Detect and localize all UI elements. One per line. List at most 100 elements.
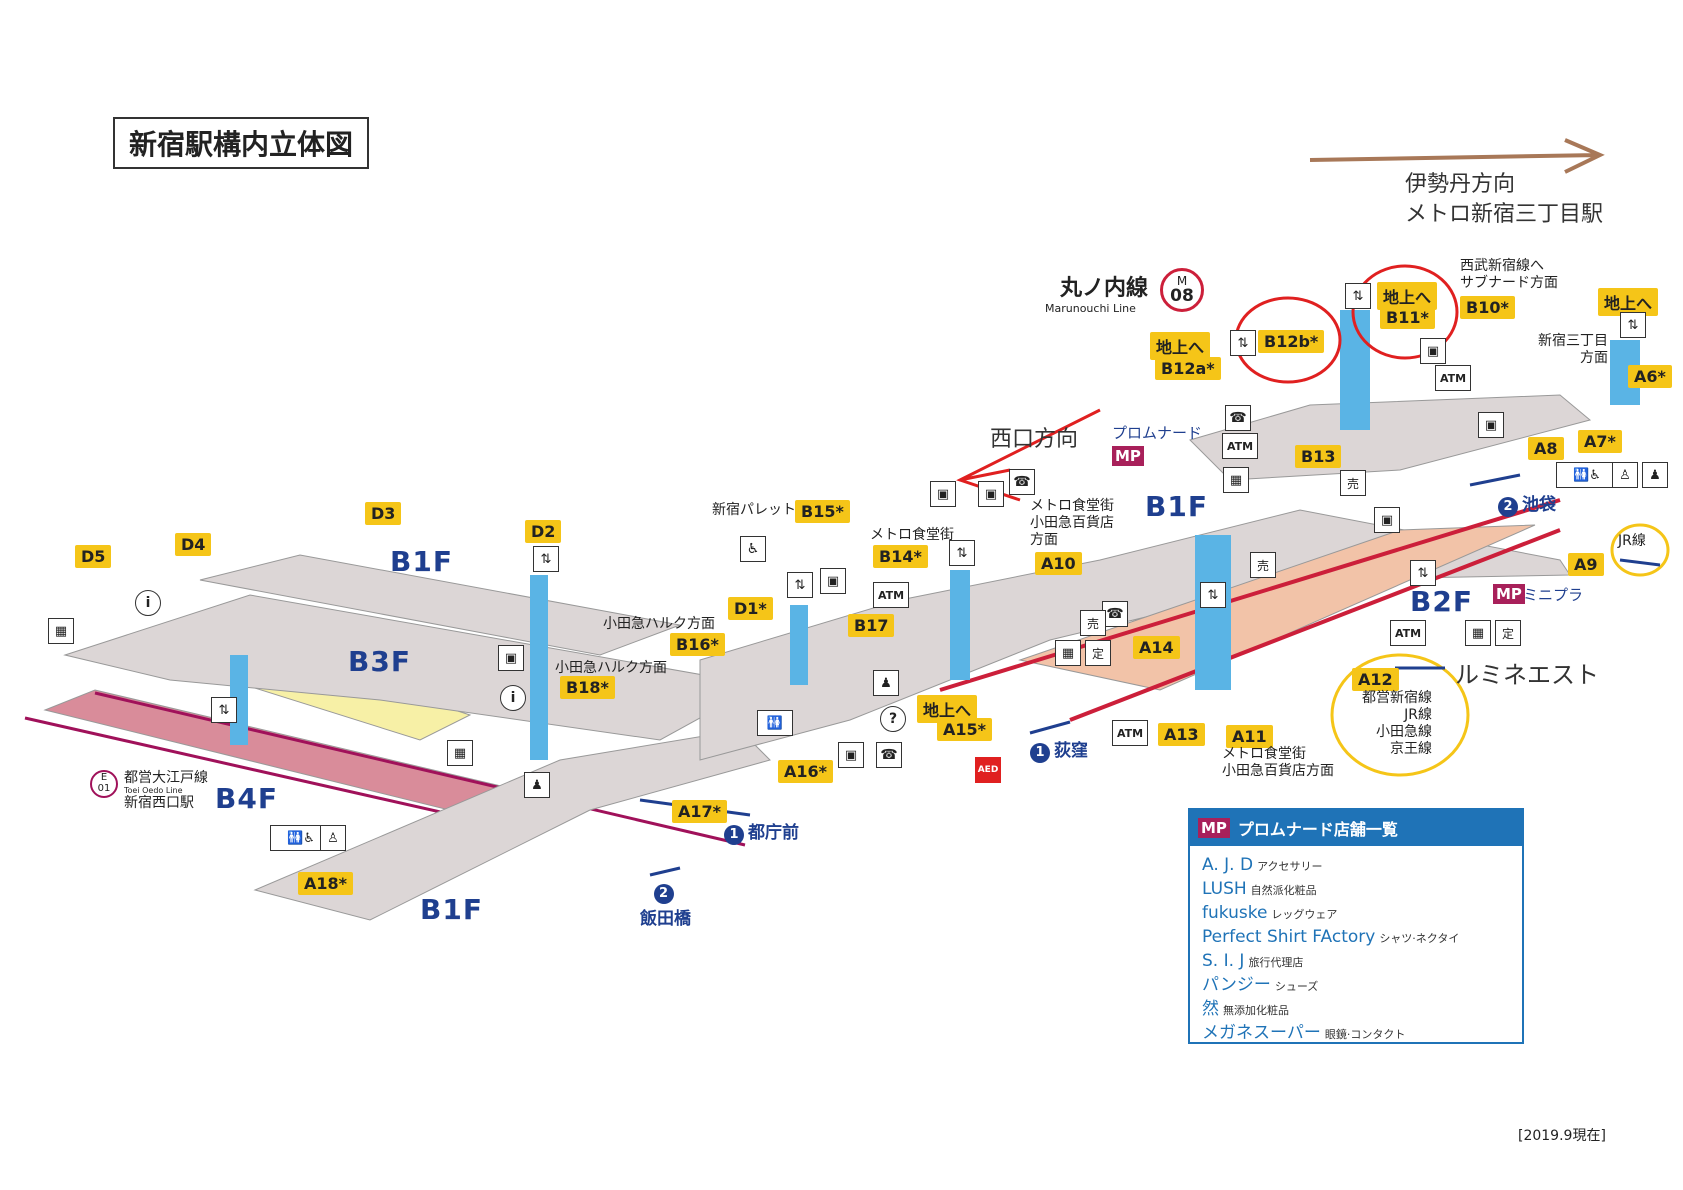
note-shinjuku-pallet: 新宿パレット: [712, 502, 796, 518]
ticket-office-icon: ▦: [447, 740, 473, 766]
note-a12-2: JR線: [1404, 707, 1432, 723]
exit-a18[interactable]: A18*: [298, 872, 354, 895]
exit-a9[interactable]: A9: [1568, 553, 1604, 576]
coin-locker-icon: ▣: [1420, 338, 1446, 364]
oedo-station: 新宿西口駅: [124, 795, 194, 811]
note-a11: メトロ食堂街 小田急百貨店方面: [1222, 746, 1334, 780]
exit-b17[interactable]: B17: [848, 614, 895, 637]
map-title: 新宿駅構内立体図: [113, 117, 370, 169]
coin-locker-icon: ▣: [1478, 412, 1504, 438]
exit-b13[interactable]: B13: [1295, 445, 1342, 468]
exit-b18[interactable]: B18*: [560, 676, 615, 699]
exit-a7[interactable]: A7*: [1578, 430, 1622, 453]
pillar-center: [1195, 535, 1231, 690]
note-seibu-1: 西武新宿線へ: [1460, 258, 1544, 274]
exit-b15[interactable]: B15*: [795, 500, 850, 523]
oedo-en: Toei Oedo Line: [124, 786, 183, 795]
exit-a12[interactable]: A12: [1352, 668, 1399, 691]
exit-d5[interactable]: D5: [75, 545, 112, 568]
exit-a14[interactable]: A14: [1133, 636, 1180, 659]
elevator-icon: ⇅: [211, 697, 237, 723]
ticket-office-icon: ▦: [1223, 467, 1249, 493]
coin-locker-icon: ▣: [820, 568, 846, 594]
note-jr-line: JR線: [1618, 533, 1646, 549]
marunouchi-badge: M 08: [1160, 268, 1204, 312]
exit-a6[interactable]: A6*: [1628, 365, 1672, 388]
note-a12-lines: 都営新宿線 JR線 小田急線 京王線: [1362, 690, 1432, 758]
exit-b12b[interactable]: B12b*: [1258, 330, 1325, 353]
oedo-letter: E: [100, 772, 108, 783]
station-staff-icon: ♟: [524, 772, 550, 798]
b4f-track-1: [24, 716, 521, 832]
floor-b1f-left: B1F: [390, 545, 453, 578]
restroom-icon: 🚻: [757, 710, 793, 736]
phone-icon: ☎: [1102, 601, 1128, 627]
exit-a10[interactable]: A10: [1035, 552, 1082, 575]
store-category: アクセサリー: [1257, 860, 1323, 873]
wheelchair-icon: ♿: [740, 536, 766, 562]
elevator-icon: ⇅: [1200, 582, 1226, 608]
b1f-left-floor: [63, 594, 762, 741]
exit-b11[interactable]: B11*: [1380, 306, 1435, 329]
dir-iidabashi-label: 飯田橋: [640, 909, 691, 929]
coin-locker-icon: ▣: [930, 481, 956, 507]
store-category: レッグウェア: [1271, 908, 1338, 921]
exit-b16[interactable]: B16*: [670, 633, 725, 656]
note-odakyu-halc-1: 小田急ハルク方面: [603, 616, 715, 632]
exit-a8[interactable]: A8: [1528, 437, 1564, 460]
pillar-b12: [1340, 310, 1370, 430]
dir-iidabashi-num: 2: [653, 884, 674, 904]
exit-b10[interactable]: B10*: [1460, 296, 1515, 319]
exit-a16[interactable]: A16*: [778, 760, 834, 783]
station-staff-icon: ♟: [873, 670, 899, 696]
store-name: fukuske: [1202, 903, 1268, 923]
hand-nishiguchi: 西口方向: [990, 427, 1079, 452]
oedo-number: 01: [97, 783, 111, 794]
baby-room-icon: ♙: [1612, 462, 1638, 488]
restroom-icon: 🚻♿: [1556, 462, 1618, 488]
coin-locker-icon: ▣: [838, 742, 864, 768]
exit-a15[interactable]: A15*: [937, 718, 993, 741]
to-surface-b11: 地上へ: [1377, 282, 1438, 310]
exit-b12a[interactable]: B12a*: [1155, 357, 1221, 380]
floor-b1f-right: B1F: [1145, 490, 1208, 523]
phone-icon: ☎: [1009, 469, 1035, 495]
exit-d2[interactable]: D2: [525, 520, 562, 543]
to-surface-b12a: 地上へ: [1150, 332, 1211, 360]
exit-a13[interactable]: A13: [1158, 723, 1205, 746]
dir-iidabashi: 2 飯田橋: [640, 882, 691, 929]
note-a12-4: 京王線: [1390, 741, 1432, 757]
exit-d1[interactable]: D1*: [728, 597, 773, 620]
baby-room-icon: ♙: [320, 825, 346, 851]
exit-a17[interactable]: A17*: [672, 800, 728, 823]
dir-ogikubo-num: 1: [1030, 743, 1050, 763]
legend-title: プロムナード店舗一覧: [1237, 820, 1398, 839]
pillar-a15: [950, 570, 970, 680]
store-category: 旅行代理店: [1248, 956, 1304, 969]
note-sh3-2: 方面: [1580, 350, 1608, 366]
shop-icon: 売: [1340, 470, 1366, 496]
exit-d3[interactable]: D3: [365, 502, 402, 525]
circle-a12: [1330, 653, 1470, 777]
store-name: メガネスーパー: [1202, 1023, 1321, 1043]
info-icon: i: [500, 685, 526, 711]
atm-icon: ATM: [1112, 720, 1148, 746]
exit-b14[interactable]: B14*: [873, 545, 928, 568]
to-surface-a15: 地上へ: [917, 695, 978, 723]
exit-a11[interactable]: A11: [1226, 725, 1273, 748]
legend-item: 然無添加化粧品: [1202, 998, 1522, 1022]
mp-icon-minipla: MP: [1493, 584, 1525, 604]
exit-d4[interactable]: D4: [175, 533, 212, 556]
arrow-iidabashi: [649, 866, 681, 877]
floor-b3f: B3F: [348, 645, 411, 678]
coin-locker-icon: ▣: [498, 645, 524, 671]
note-promenade: プロムナード: [1112, 424, 1203, 442]
arrow-isetan: [1309, 138, 1605, 174]
elevator-icon: ⇅: [787, 572, 813, 598]
